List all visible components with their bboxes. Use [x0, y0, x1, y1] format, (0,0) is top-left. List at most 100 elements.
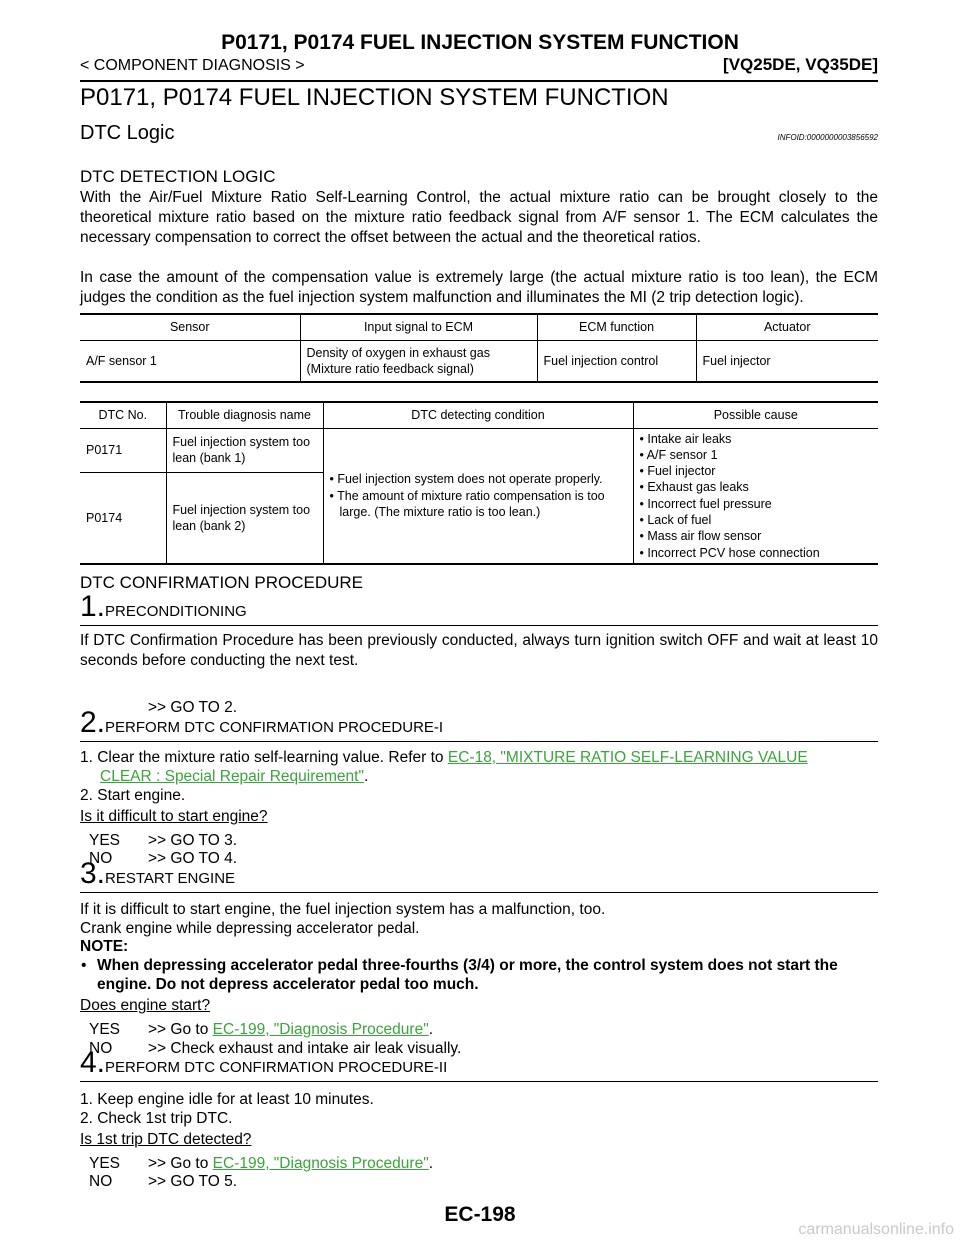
- step-3-no-label: NO: [89, 1040, 113, 1057]
- step-number: 3.: [80, 857, 106, 890]
- step-3-line-2: Crank engine while depressing accelerato…: [80, 920, 420, 937]
- diagnosis-name-cell: Fuel injection system too lean (bank 1): [165, 428, 323, 473]
- table-header-cell: Possible cause: [632, 401, 878, 429]
- step-label: PERFORM DTC CONFIRMATION PROCEDURE-I: [105, 719, 444, 736]
- table-row: A/F sensor 1 Density of oxygen in exhaus…: [80, 340, 878, 383]
- step-3-no-text: >> Check exhaust and intake air leak vis…: [148, 1040, 462, 1057]
- step-number: 4.: [80, 1046, 106, 1079]
- step-number: 2.: [80, 706, 106, 739]
- info-id: INFOID:0000000003856592: [777, 133, 878, 142]
- cause-item: • Fuel injector: [639, 464, 716, 479]
- step-number: 1.: [80, 590, 106, 623]
- confirmation-heading: DTC CONFIRMATION PROCEDURE: [80, 573, 364, 592]
- detecting-condition-cell: • Fuel injection system does not operate…: [322, 428, 633, 565]
- step-4-yes-label: YES: [89, 1155, 121, 1172]
- step-1-text: If DTC Confirmation Procedure has been p…: [80, 632, 878, 669]
- table-header-cell: Sensor: [80, 313, 300, 341]
- condition-item: • The amount of mixture ratio compensati…: [329, 488, 605, 519]
- item-text: 1. Clear the mixture ratio self-learning…: [80, 749, 448, 766]
- step-label: PRECONDITIONING: [105, 603, 247, 620]
- dtc-table: DTC No. Trouble diagnosis name DTC detec…: [80, 401, 878, 565]
- step-2-question: Is it difficult to start engine?: [80, 808, 268, 825]
- possible-cause-cell: • Intake air leaks • A/F sensor 1 • Fuel…: [632, 428, 878, 565]
- step-4-yes-text: >> Go to EC-199, "Diagnosis Procedure".: [148, 1154, 433, 1174]
- step-1-goto: >> GO TO 2.: [148, 699, 238, 716]
- step-2-yes-label: YES: [89, 832, 121, 849]
- detection-logic-para2: In case the amount of the compensation v…: [80, 269, 878, 306]
- step-4-question: Is 1st trip DTC detected?: [80, 1131, 252, 1148]
- note-label: NOTE:: [80, 938, 129, 955]
- step-3-line-1: If it is difficult to start engine, the …: [80, 901, 606, 918]
- table-header-cell: Trouble diagnosis name: [165, 401, 323, 429]
- cause-item: • Incorrect PCV hose connection: [639, 545, 820, 560]
- step-4-item-1: 1. Keep engine idle for at least 10 minu…: [80, 1091, 374, 1108]
- table-header-cell: Actuator: [695, 313, 878, 341]
- page-number: EC-198: [444, 1203, 516, 1226]
- dtc-number-cell: P0174: [80, 472, 166, 565]
- step-4-heading: 4.PERFORM DTC CONFIRMATION PROCEDURE-II: [80, 1046, 878, 1082]
- step-3-question: Does engine start?: [80, 997, 211, 1014]
- condition-item: • Fuel injection system does not operate…: [329, 472, 603, 487]
- cause-item: • Incorrect fuel pressure: [639, 496, 772, 511]
- item-text: >> Go to: [148, 1021, 213, 1038]
- table-header-cell: Input signal to ECM: [299, 313, 537, 341]
- table-header-row: Sensor Input signal to ECM ECM function …: [80, 313, 878, 341]
- diagnosis-name-line: lean (bank 1): [172, 451, 246, 465]
- header-rule: [80, 80, 878, 82]
- cause-item: • Mass air flow sensor: [639, 529, 762, 544]
- step-3-yes-label: YES: [89, 1021, 121, 1038]
- step-2-no-text: >> GO TO 4.: [148, 850, 238, 867]
- diagnosis-name-line: Fuel injection system too: [172, 435, 311, 449]
- step-2-heading: 2.PERFORM DTC CONFIRMATION PROCEDURE-I: [80, 706, 878, 742]
- input-signal-line: Density of oxygen in exhaust gas: [306, 345, 490, 360]
- diagnosis-name-line: lean (bank 2): [172, 518, 246, 533]
- page-title: P0171, P0174 FUEL INJECTION SYSTEM FUNCT…: [80, 84, 669, 111]
- note-bullet: •: [81, 957, 87, 974]
- cause-item: • Intake air leaks: [639, 431, 732, 446]
- step-2-yes-text: >> GO TO 3.: [148, 832, 238, 849]
- note-text-line-1: When depressing accelerator pedal three-…: [97, 957, 838, 974]
- ec199-diagnosis-link[interactable]: EC-199, "Diagnosis Procedure": [212, 1021, 429, 1038]
- step-2-item-2: 2. Start engine.: [80, 787, 186, 804]
- watermark: carmanualsonline.info: [798, 1221, 954, 1238]
- cause-item: • Exhaust gas leaks: [639, 480, 749, 495]
- ec199-diagnosis-link[interactable]: EC-199, "Diagnosis Procedure": [212, 1155, 429, 1172]
- cause-item: • A/F sensor 1: [639, 447, 718, 462]
- step-label: RESTART ENGINE: [105, 870, 236, 887]
- step-2-item-1: 1. Clear the mixture ratio self-learning…: [80, 748, 808, 768]
- step-1-heading: 1.PRECONDITIONING: [80, 590, 878, 626]
- dtc-number-cell: P0171: [80, 428, 166, 473]
- diagnosis-name-cell: Fuel injection system too lean (bank 2): [165, 472, 323, 565]
- table-row: P0174 Fuel injection system too lean (ba…: [80, 472, 878, 565]
- input-signal-cell: Density of oxygen in exhaust gas (Mixtur…: [299, 340, 537, 383]
- diagnosis-name-line: Fuel injection system too: [172, 502, 311, 517]
- detection-logic-heading: DTC DETECTION LOGIC: [80, 167, 276, 186]
- ec18-reference-link-cont[interactable]: CLEAR : Special Repair Requirement": [100, 768, 364, 785]
- input-signal-line: (Mixture ratio feedback signal): [306, 361, 474, 376]
- step-3-heading: 3.RESTART ENGINE: [80, 857, 878, 893]
- ecm-function-cell: Fuel injection control: [536, 340, 696, 383]
- step-4-item-2: 2. Check 1st trip DTC.: [80, 1110, 233, 1127]
- step-2-item-1-cont: CLEAR : Special Repair Requirement".: [100, 767, 368, 787]
- table-header-cell: DTC detecting condition: [322, 401, 633, 429]
- table-header-cell: DTC No.: [80, 401, 166, 429]
- step-label: PERFORM DTC CONFIRMATION PROCEDURE-II: [105, 1059, 448, 1076]
- table-header-cell: ECM function: [536, 313, 696, 341]
- engine-model: [VQ25DE, VQ35DE]: [723, 55, 878, 74]
- step-3-yes-text: >> Go to EC-199, "Diagnosis Procedure".: [148, 1020, 433, 1040]
- cause-item: • Lack of fuel: [639, 513, 712, 528]
- note-text-line-2: engine. Do not depress accelerator pedal…: [97, 976, 479, 993]
- step-4-no-text: >> GO TO 5.: [148, 1173, 238, 1190]
- running-header-title: P0171, P0174 FUEL INJECTION SYSTEM FUNCT…: [221, 31, 739, 54]
- step-4-no-label: NO: [89, 1173, 113, 1190]
- detection-logic-para1: With the Air/Fuel Mixture Ratio Self-Lea…: [80, 189, 878, 246]
- breadcrumb: < COMPONENT DIAGNOSIS >: [80, 57, 305, 74]
- ec18-reference-link[interactable]: EC-18, "MIXTURE RATIO SELF-LEARNING VALU…: [447, 749, 808, 766]
- sensor-table: Sensor Input signal to ECM ECM function …: [80, 313, 878, 383]
- step-2-no-label: NO: [89, 850, 113, 867]
- table-header-row: DTC No. Trouble diagnosis name DTC detec…: [80, 401, 878, 429]
- item-text: .: [428, 1021, 434, 1038]
- item-text: .: [428, 1155, 434, 1172]
- item-text: .: [363, 768, 369, 785]
